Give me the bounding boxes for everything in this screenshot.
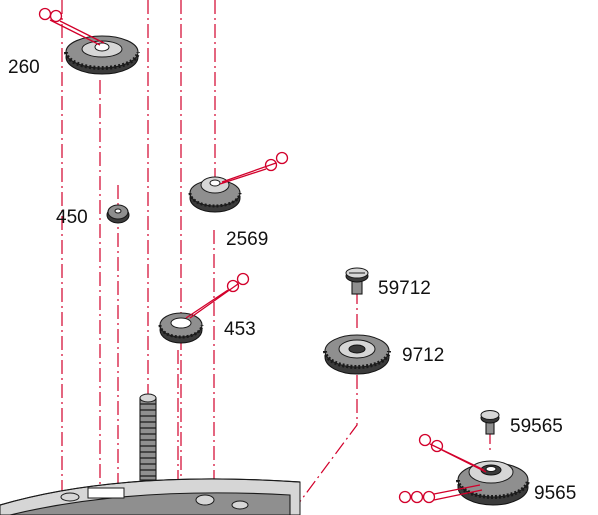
assembly-axis-lines [61,0,491,515]
oil-drop-circles-icon [398,484,483,504]
screw-59712 [345,267,369,295]
part-labels: 260 450 2569 453 59712 9712 59565 9565 [8,57,576,504]
oil-drop-circles-icon [219,151,289,185]
gear-2569 [188,176,242,213]
part-number-2569: 2569 [226,229,268,250]
threaded-stem [139,393,157,481]
screw-icon [480,410,500,435]
oil-drop-circles-icon [38,7,105,46]
part-number-9712: 9712 [402,345,444,366]
part-number-59565: 59565 [510,416,563,437]
gear-icon [64,35,140,75]
gear-9565 [456,460,530,506]
gear-453 [158,312,204,344]
gear-9712 [323,334,391,375]
main-plate [0,478,301,515]
part-number-59712: 59712 [378,278,431,299]
oil-drop-circles-icon [185,272,250,319]
part-number-453: 453 [224,319,256,340]
screw-59565 [480,410,500,435]
part-number-9565: 9565 [534,483,576,504]
axis-line-9712 [289,290,358,515]
screw-icon [345,267,369,295]
pinion-450 [106,204,130,224]
part-number-260: 260 [8,57,40,78]
gear-260 [64,35,140,75]
oil-drop-circles-icon [418,433,487,473]
part-number-450: 450 [56,207,88,228]
